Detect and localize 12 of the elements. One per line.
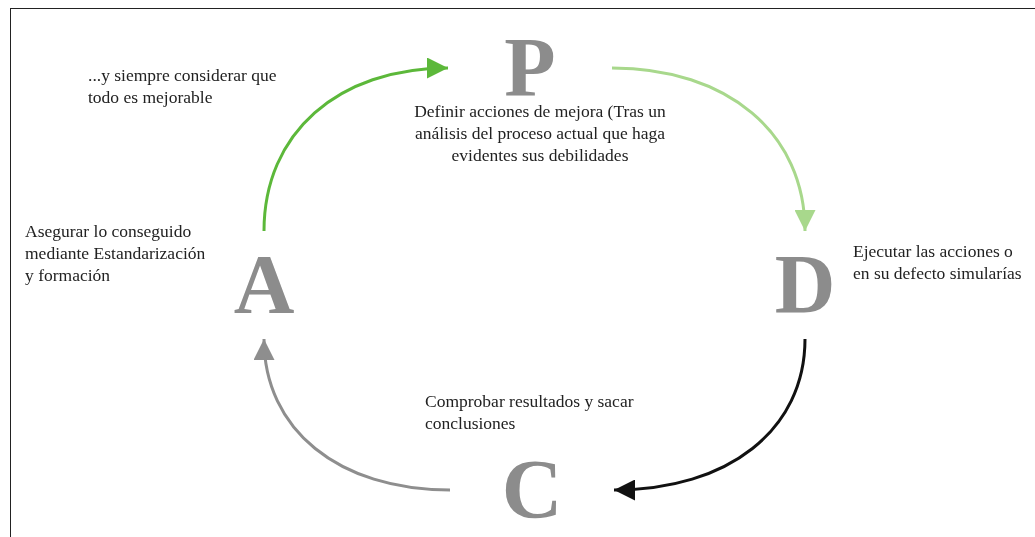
note-text: ...y siempre considerar que todo es mejorable: [88, 64, 278, 108]
cycle-step-letter: A: [222, 243, 306, 327]
curved-arrow: [255, 338, 451, 492]
curved-arrow: [611, 66, 815, 232]
cycle-step-letter: C: [490, 448, 574, 532]
curved-arrow: [262, 58, 449, 232]
step-description: Ejecutar las acciones o en su defecto simularías: [853, 240, 1023, 284]
cycle-step-letter: D: [763, 243, 847, 327]
step-description: Asegurar lo conseguido mediante Estandarización y formación: [25, 220, 207, 286]
step-description: Definir acciones de mejora (Tras un análisis del proceso actual que haga evidentes sus debilidades: [413, 100, 667, 166]
curved-arrow: [613, 338, 807, 500]
step-description: Comprobar resultados y sacar conclusiones: [425, 390, 635, 434]
